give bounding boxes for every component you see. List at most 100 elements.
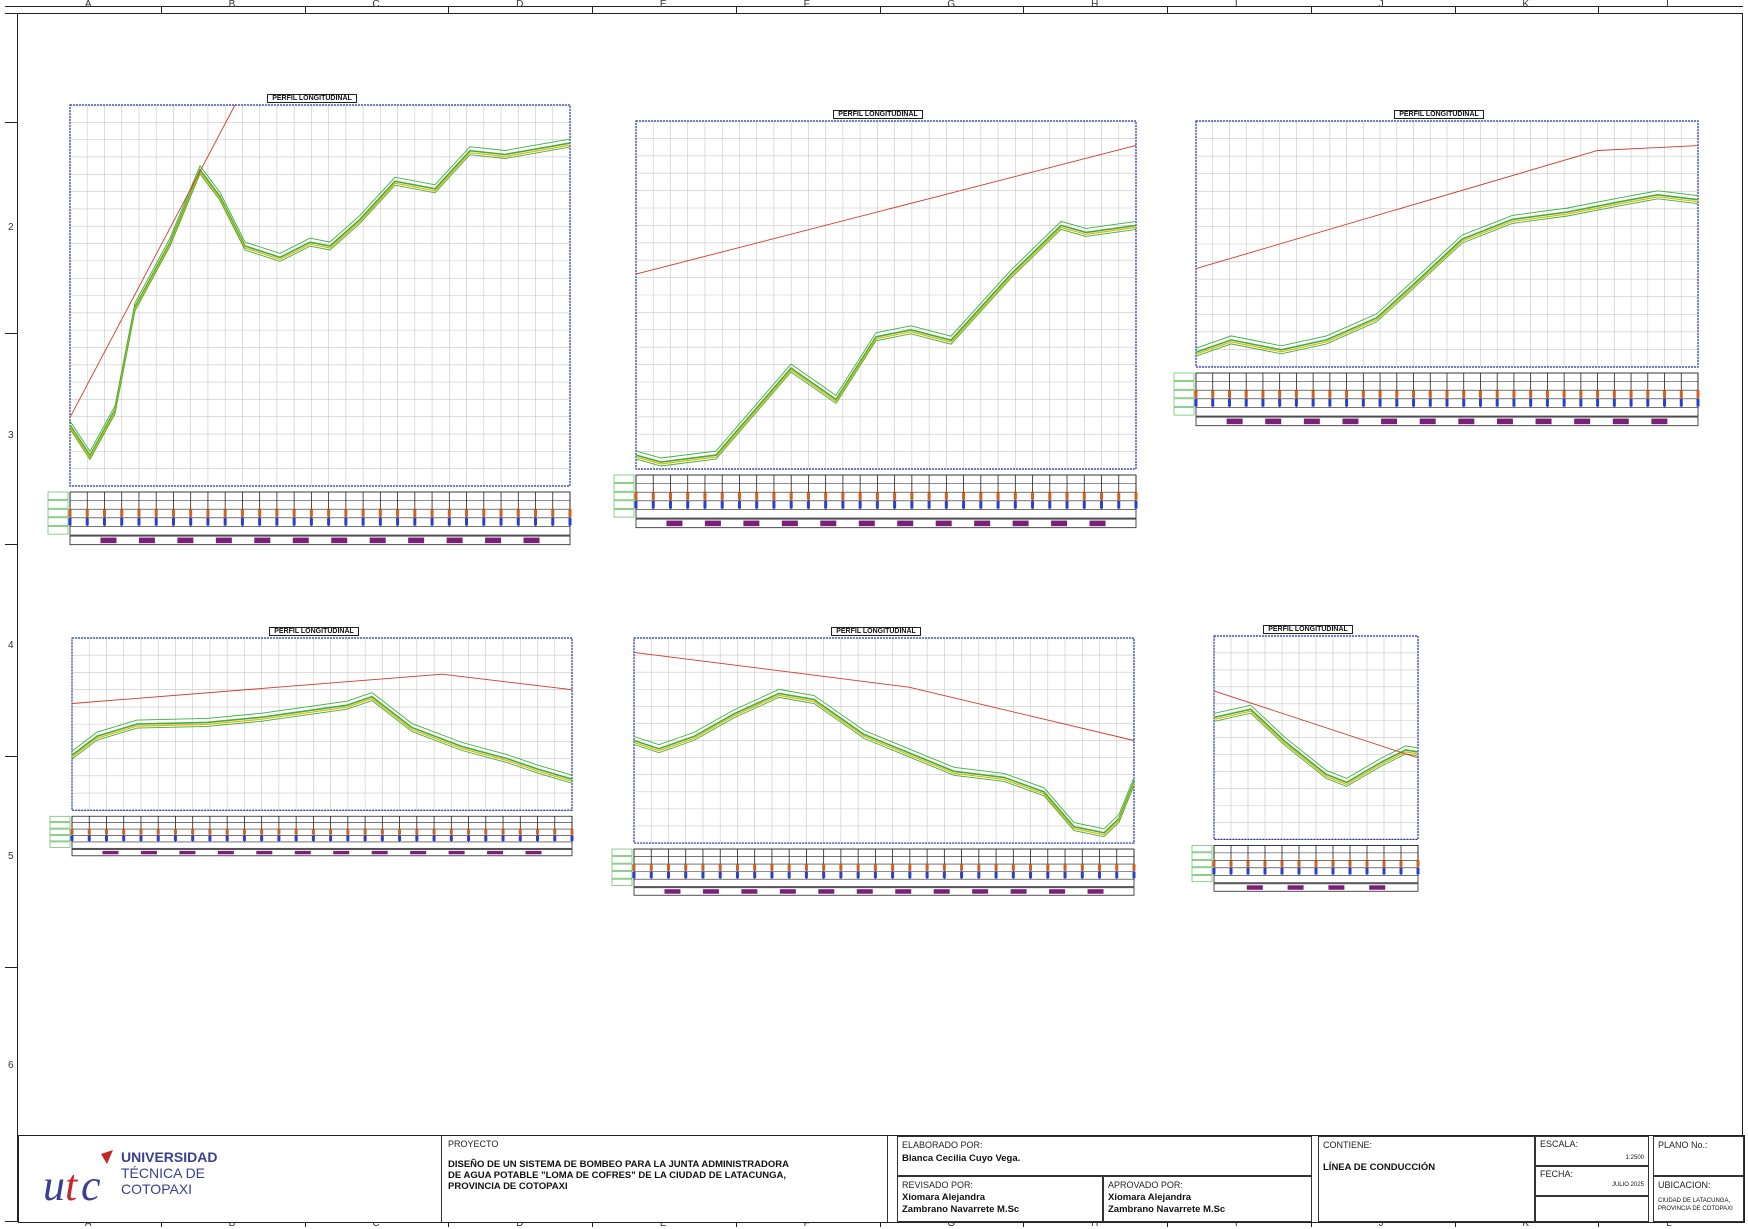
band-pill xyxy=(1651,418,1668,425)
band-pill xyxy=(1369,885,1386,890)
column-label: K xyxy=(1522,0,1530,10)
band-marker xyxy=(1679,390,1683,398)
band-marker xyxy=(1261,398,1265,407)
blank-cell xyxy=(1535,1196,1649,1222)
aprobado-line-1: Xiomara Alejandra xyxy=(1108,1192,1192,1203)
band-marker xyxy=(686,492,690,500)
profile-drawing xyxy=(49,637,574,857)
band-bottom-row xyxy=(71,848,573,857)
column-tick xyxy=(1167,6,1168,13)
row-tick xyxy=(5,122,17,123)
band-row-label-box xyxy=(1191,860,1213,868)
band-marker xyxy=(1229,867,1233,875)
band-marker xyxy=(908,864,912,871)
band-marker xyxy=(1495,390,1499,398)
band-marker xyxy=(447,517,451,526)
band-marker xyxy=(1082,500,1086,509)
band-marker xyxy=(718,864,722,871)
column-label: C xyxy=(372,1218,380,1229)
band-pill xyxy=(856,889,873,894)
band-marker xyxy=(651,492,655,500)
plano-cell: PLANO No.: xyxy=(1653,1136,1744,1176)
band-marker xyxy=(666,871,670,879)
band-marker xyxy=(275,517,279,526)
band-row-label-box xyxy=(611,878,633,887)
band-marker xyxy=(942,871,946,879)
band-marker xyxy=(944,492,948,500)
band-row-label-box xyxy=(611,848,633,856)
band-marker xyxy=(649,864,653,871)
band-marker xyxy=(1331,867,1335,875)
band-marker xyxy=(856,864,860,871)
band-marker xyxy=(1194,398,1198,407)
column-label: G xyxy=(947,1218,956,1229)
band-marker xyxy=(891,871,895,879)
band-marker xyxy=(309,517,313,526)
band-pill xyxy=(369,537,386,544)
band-marker xyxy=(398,835,402,841)
escala-value: 1:2500 xyxy=(1625,1155,1644,1161)
band-marker xyxy=(553,835,557,841)
band-pill xyxy=(1574,418,1591,425)
band-marker xyxy=(225,835,229,841)
band-row-label-box xyxy=(47,508,69,518)
band-marker xyxy=(1244,398,1248,407)
terrain-line xyxy=(69,142,571,458)
terrain-line xyxy=(1213,704,1419,779)
escala-cell: ESCALA: 1:2500 xyxy=(1535,1136,1649,1166)
band-marker xyxy=(1311,390,1315,398)
profile-axis-frame xyxy=(71,637,573,811)
band-marker xyxy=(1246,860,1250,867)
band-marker xyxy=(839,871,843,879)
band-marker xyxy=(772,492,776,500)
band-marker xyxy=(534,509,538,517)
band-pill xyxy=(1287,885,1304,890)
column-tick xyxy=(1167,1221,1168,1227)
band-pill xyxy=(254,537,271,544)
band-pill xyxy=(1051,520,1068,527)
band-marker xyxy=(1328,398,1332,407)
band-pill xyxy=(974,520,991,527)
band-row-label-box xyxy=(613,474,635,483)
terrain-line xyxy=(635,228,1137,467)
band-marker xyxy=(994,864,998,871)
band-row-label-box xyxy=(49,841,71,848)
pipe-line xyxy=(1195,196,1699,355)
column-tick xyxy=(160,6,162,13)
row-tick xyxy=(5,756,17,757)
profile-drawing xyxy=(1173,120,1700,427)
band-marker xyxy=(568,517,572,526)
band-marker xyxy=(910,492,914,500)
band-marker xyxy=(841,492,845,500)
band-pill xyxy=(895,889,912,894)
band-marker xyxy=(551,517,555,526)
band-marker xyxy=(68,509,72,517)
band-marker xyxy=(1263,867,1267,875)
band-pill xyxy=(448,850,465,855)
band-pill xyxy=(1089,520,1106,527)
band-marker xyxy=(85,509,89,517)
contiene-value: LÍNEA DE CONDUCCIÓN xyxy=(1323,1162,1436,1173)
band-marker xyxy=(1663,390,1667,398)
band-marker xyxy=(189,509,193,517)
band-marker xyxy=(329,835,333,841)
profile-title: PERFIL LONGITUDINAL xyxy=(1394,110,1484,119)
band-marker xyxy=(925,871,929,879)
band-marker xyxy=(380,835,384,841)
band-marker xyxy=(240,509,244,517)
band-marker xyxy=(1378,390,1382,398)
band-pill xyxy=(1328,885,1345,890)
band-marker xyxy=(979,500,983,509)
band-row-label-box xyxy=(47,491,69,500)
band-pill xyxy=(820,520,837,527)
band-marker xyxy=(447,509,451,517)
band-marker xyxy=(1365,867,1369,875)
band-marker xyxy=(137,509,141,517)
band-marker xyxy=(703,500,707,509)
band-marker xyxy=(944,500,948,509)
band-marker xyxy=(735,864,739,871)
band-marker xyxy=(70,829,74,835)
band-table xyxy=(71,815,573,849)
ubicacion-label: UBICACION: xyxy=(1658,1180,1711,1190)
